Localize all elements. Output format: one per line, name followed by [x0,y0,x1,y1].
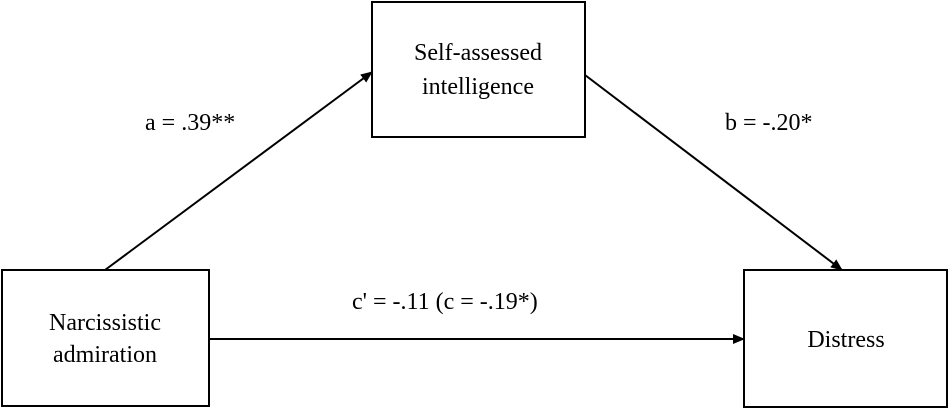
mediator-label-line-2: intelligence [422,74,534,100]
path-b-label: b = -.20* [725,110,813,136]
predictor-box [1,269,210,407]
path-a-label: a = .39** [145,110,235,136]
outcome-box [743,269,948,408]
path-b-arrow [584,74,843,271]
path-c-label: c' = -.11 (c = -.19*) [352,289,538,315]
outcome-label: Distress [807,327,884,353]
predictor-label-line-1: Narcissistic [49,310,161,336]
predictor-label-line-2: admiration [53,342,157,368]
mediator-box [371,1,586,138]
path-a-arrow [104,71,373,271]
mediator-label-line-1: Self-assessed [414,40,542,66]
